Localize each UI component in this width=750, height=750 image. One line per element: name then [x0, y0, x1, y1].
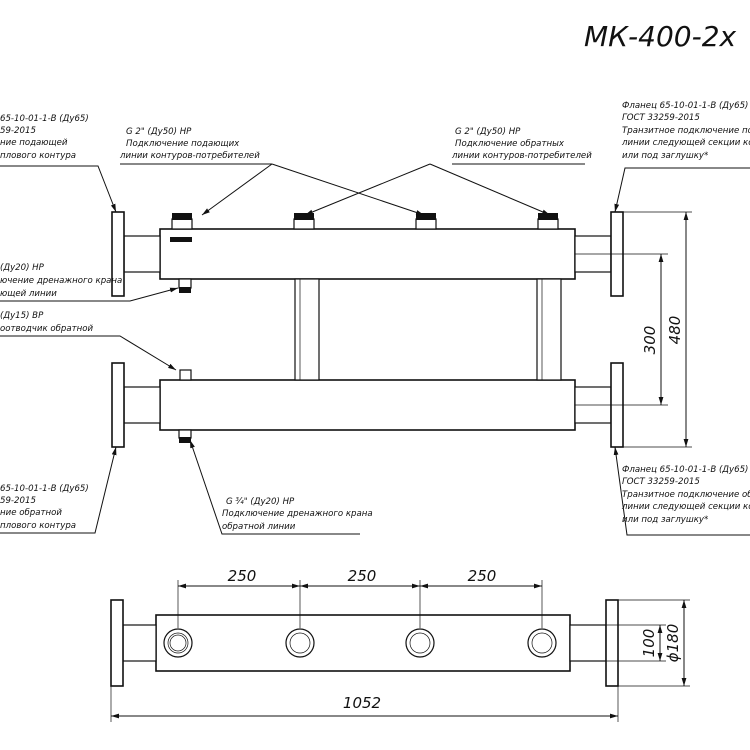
top-nipples — [171, 213, 559, 230]
dim-overall-height: 480 — [666, 316, 684, 345]
svg-text:линии следующей секции колл: линии следующей секции колл — [621, 138, 750, 148]
bypass-tube-right — [536, 278, 562, 381]
front-view: 300 480 — [0, 163, 750, 536]
lower-left-flange — [111, 362, 125, 448]
svg-text:линии контуров-потребителей: линии контуров-потребителей — [119, 151, 260, 161]
callout-air-vent: (Ду15) ВР оотводчик обратной — [0, 311, 94, 334]
svg-text:ГОСТ 33259-2015: ГОСТ 33259-2015 — [622, 477, 700, 487]
plan-right-neck — [569, 624, 607, 662]
svg-text:или под заглушку*: или под заглушку* — [622, 151, 709, 161]
svg-text:G ¾" (Ду20) НР: G ¾" (Ду20) НР — [226, 497, 295, 507]
callout-bottom-left: 65-10-01-1-В (Ду65) 59-2015 ние обратной… — [0, 484, 89, 531]
svg-text:ние подающей: ние подающей — [0, 138, 68, 148]
svg-text:59-2015: 59-2015 — [0, 126, 36, 136]
plan-left-flange — [110, 599, 124, 687]
svg-text:линии следующей секции колл: линии следующей секции колл — [621, 502, 750, 512]
svg-text:(Ду15) ВР: (Ду15) ВР — [0, 311, 44, 321]
svg-text:ние обратной: ние обратной — [0, 508, 62, 518]
plan-pipe — [155, 614, 571, 672]
svg-text:оотводчик обратной: оотводчик обратной — [0, 324, 94, 334]
svg-text:G 2" (Ду50) НР: G 2" (Ду50) НР — [455, 127, 521, 137]
callout-top-left: 65-10-01-1-В (Ду65) 59-2015 ние подающей… — [0, 114, 89, 161]
svg-text:G 2" (Ду50) НР: G 2" (Ду50) НР — [126, 127, 192, 137]
svg-text:Фланец 65-10-01-1-В (Ду65): Фланец 65-10-01-1-В (Ду65) — [622, 465, 748, 475]
lower-left-neck — [123, 386, 161, 424]
svg-text:обратной линии: обратной линии — [222, 522, 296, 532]
callout-g2-return: G 2" (Ду50) НР Подключение обратных лини… — [451, 127, 592, 161]
top-view: 250 250 250 1052 100 ϕ180 — [110, 567, 690, 722]
svg-text:плового контура: плового контура — [0, 151, 76, 161]
plan-left-neck — [122, 624, 157, 662]
manufacturer-logo — [170, 237, 192, 242]
svg-text:Транзитное подключение подаю: Транзитное подключение подаю — [622, 126, 750, 136]
callout-drain-return: G ¾" (Ду20) НР Подключение дренажного кр… — [222, 497, 373, 532]
plan-nipples — [163, 628, 557, 658]
callout-top-right: Фланец 65-10-01-1-В (Ду65) ГОСТ 33259-20… — [621, 101, 750, 161]
dim-total-length: 1052 — [343, 694, 381, 712]
svg-text:Транзитное подключение обр: Транзитное подключение обр — [622, 490, 750, 500]
leader-lines — [0, 163, 750, 536]
callout-bottom-right: Фланец 65-10-01-1-В (Ду65) ГОСТ 33259-20… — [621, 465, 750, 525]
svg-text:ющей линии: ющей линии — [0, 289, 57, 299]
svg-text:линии контуров-потребителей: линии контуров-потребителей — [451, 151, 592, 161]
drain-fitting-return — [178, 429, 192, 439]
air-vent-fitting — [179, 369, 192, 381]
dim-spacing-1: 250 — [228, 567, 257, 585]
dim-spacing-3: 250 — [468, 567, 497, 585]
dim-pipe-spacing: 300 — [641, 326, 659, 355]
svg-text:59-2015: 59-2015 — [0, 496, 36, 506]
svg-text:Подключение подающих: Подключение подающих — [126, 139, 240, 149]
svg-text:Подключение дренажного крана: Подключение дренажного крана — [222, 509, 373, 519]
lower-pipe — [159, 379, 576, 431]
bypass-tube-left — [294, 278, 320, 381]
svg-text:ГОСТ 33259-2015: ГОСТ 33259-2015 — [622, 113, 700, 123]
dim-pipe-height: 100 — [640, 629, 658, 658]
svg-text:плового контура: плового контура — [0, 521, 76, 531]
callout-drain-supply: (Ду20) НР ючение дренажного крана ющей л… — [0, 263, 122, 299]
dim-flange-diameter: ϕ180 — [664, 624, 682, 663]
upper-pipe — [159, 228, 576, 280]
upper-left-flange — [111, 211, 125, 297]
upper-left-neck — [123, 235, 161, 273]
svg-text:(Ду20) НР: (Ду20) НР — [0, 263, 45, 273]
drawing-title: МК-400-2х — [584, 20, 737, 53]
svg-text:Фланец 65-10-01-1-В (Ду65): Фланец 65-10-01-1-В (Ду65) — [622, 101, 748, 111]
callout-g2-supply: G 2" (Ду50) НР Подключение подающих лини… — [119, 127, 260, 161]
dim-spacing-2: 250 — [348, 567, 377, 585]
plan-right-flange — [605, 599, 619, 687]
svg-text:Подключение обратных: Подключение обратных — [455, 139, 565, 149]
svg-text:65-10-01-1-В (Ду65): 65-10-01-1-В (Ду65) — [0, 484, 89, 494]
svg-text:или под заглушку*: или под заглушку* — [622, 515, 709, 525]
svg-text:ючение дренажного крана: ючение дренажного крана — [0, 276, 122, 286]
drain-fitting-supply — [178, 278, 192, 289]
svg-text:65-10-01-1-В (Ду65): 65-10-01-1-В (Ду65) — [0, 114, 89, 124]
